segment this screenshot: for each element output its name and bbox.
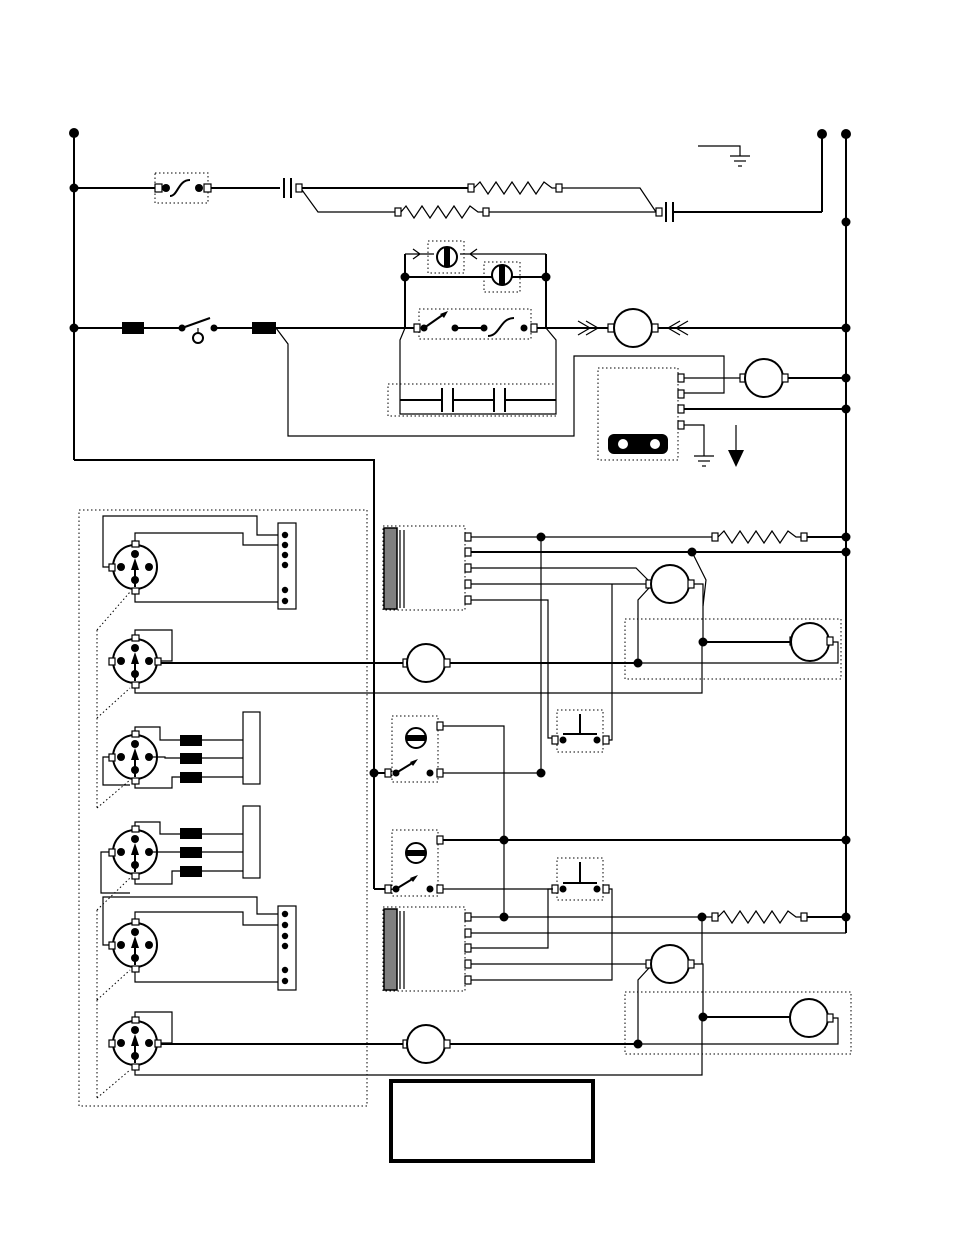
connector-block-2-icon [252,322,276,334]
selector-switch-5-icon [109,919,157,972]
junction [537,769,546,778]
motor-timer-icon [608,309,658,347]
power-supply [69,128,851,933]
heater-circuit-top [70,173,851,227]
motor-upper-b-icon [790,623,833,661]
push-button-upper-icon [552,710,609,752]
motor-fan-icon [740,359,788,397]
heating-pad-upper-icon [384,528,397,609]
motor-lower-b-icon [790,999,833,1037]
element-board-upper [383,526,851,773]
heating-element-c-icon [712,531,807,543]
legend-box [391,1081,593,1161]
heating-pad-lower-icon [384,909,397,990]
resistor-block-6-icon [180,866,202,877]
chassis-ground-icon [694,456,714,466]
contacts-row-icon [388,384,556,416]
resistor-block-2-icon [180,753,202,764]
door-lock-switch-icon [179,318,218,343]
terminal-bar-1-icon [243,712,260,784]
heating-element-b-icon [395,206,489,218]
door-switch-icon [284,178,302,198]
timer-section [70,241,851,436]
resistor-block-3-icon [180,772,202,783]
relay-lower [374,830,851,896]
heating-element-d-icon [712,911,807,923]
motor-upper-a-icon [646,565,694,603]
selector-switch-1-icon [109,541,157,594]
lamp-socket-icon [608,434,668,454]
door-switch-2-icon [656,202,673,222]
selector-switch-6-icon [109,1017,161,1070]
ground-symbol-icon [698,146,750,166]
arrow-down-icon [728,450,744,467]
heating-element-a-icon [468,182,562,194]
timer-switch-icon [414,309,537,339]
relay-upper [370,716,546,840]
motor-lower-a-icon [646,945,694,983]
push-button-lower-icon [552,858,609,900]
thermostat-1-icon [405,241,546,273]
terminal-bar-2-icon [243,806,260,878]
selector-switch-2-icon [109,635,161,688]
element-board-lower [383,840,851,1063]
resistor-block-4-icon [180,828,202,839]
resistor-block-1-icon [180,735,202,746]
fuse-icon [155,173,211,203]
motor-lower-c-icon [403,1025,450,1063]
terminal-strip-2-icon [278,906,296,990]
resistor-block-5-icon [180,847,202,858]
motor-upper-c-icon [403,644,450,682]
terminal-strip-1-icon [278,523,296,609]
connector-block-icon [122,322,144,334]
